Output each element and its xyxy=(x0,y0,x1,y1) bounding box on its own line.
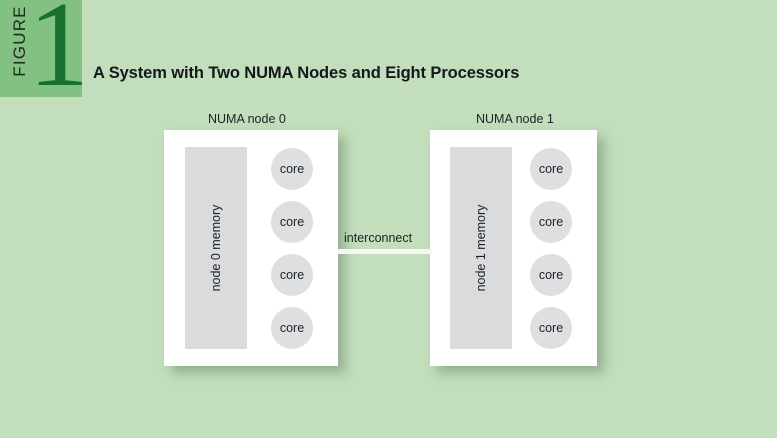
numa-node-0-panel: node 0 memory core core core core xyxy=(164,130,338,366)
node-1-label: NUMA node 1 xyxy=(476,112,554,126)
node-0-core-0: core xyxy=(271,148,313,190)
figure-badge: FIGURE 1 xyxy=(0,0,89,106)
node-1-core-3: core xyxy=(530,307,572,349)
node-1-core-2: core xyxy=(530,254,572,296)
interconnect-label: interconnect xyxy=(344,231,413,245)
node-0-memory-block: node 0 memory xyxy=(185,147,247,349)
node-0-core-3: core xyxy=(271,307,313,349)
numa-node-1-panel: node 1 memory core core core core xyxy=(430,130,597,366)
node-1-memory-label: node 1 memory xyxy=(474,204,488,292)
node-0-label: NUMA node 0 xyxy=(208,112,286,126)
figure-title: A System with Two NUMA Nodes and Eight P… xyxy=(93,64,520,82)
figure-number-label: 1 xyxy=(28,0,89,112)
node-1-memory-block: node 1 memory xyxy=(450,147,512,349)
interconnect-line xyxy=(338,249,432,254)
node-1-core-0: core xyxy=(530,148,572,190)
node-0-core-1: core xyxy=(271,201,313,243)
node-0-memory-label: node 0 memory xyxy=(209,204,223,292)
node-0-core-2: core xyxy=(271,254,313,296)
node-1-core-1: core xyxy=(530,201,572,243)
